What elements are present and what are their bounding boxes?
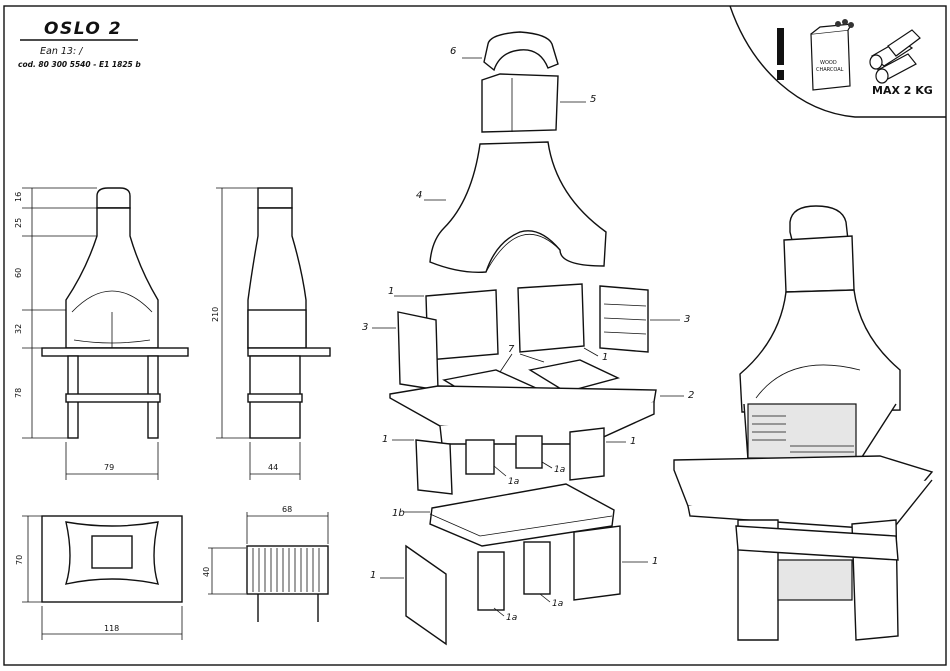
part-7-grate-right xyxy=(530,360,618,392)
assembled-cap xyxy=(790,206,848,240)
front-view: 16 25 60 32 78 79 xyxy=(14,188,188,480)
part-1a-bottom-support-left xyxy=(478,552,504,610)
assembled-view xyxy=(674,206,932,640)
part-4-hood xyxy=(430,142,606,272)
part-label-1-bot-left: 1 xyxy=(370,570,376,581)
side-view: 210 44 xyxy=(211,188,330,480)
grill-view: 68 40 xyxy=(202,505,328,622)
front-width-dimension: 79 xyxy=(66,442,158,480)
part-label-5: 5 xyxy=(590,94,596,105)
part-label-1a-c: 1a xyxy=(506,613,517,623)
part-label-7: 7 xyxy=(508,344,515,355)
assembled-hood xyxy=(740,290,900,412)
part-label-1-top-left: 1 xyxy=(388,286,394,297)
assembled-chimney xyxy=(784,236,854,292)
grill-width-dimension: 68 xyxy=(247,505,328,544)
dim-firebox-height: 32 xyxy=(14,324,23,334)
part-label-1-top-right: 1 xyxy=(602,352,608,363)
part-label-1a-b: 1a xyxy=(554,465,565,475)
plan-view: 70 118 xyxy=(15,516,182,640)
warning-panel: WOOD CHARCOAL MAX 2 KG xyxy=(730,6,946,117)
dim-plan-width: 118 xyxy=(104,624,119,633)
dim-grill-width: 68 xyxy=(282,505,292,514)
part-1-back-panel-right xyxy=(518,284,584,352)
plan-depth-dimension: 70 xyxy=(15,516,42,602)
part-label-1b: 1b xyxy=(392,508,405,519)
side-worktop xyxy=(248,348,330,356)
part-label-1a-a: 1a xyxy=(508,477,519,487)
dim-cap-height: 16 xyxy=(14,192,23,202)
part-label-1-mid-right: 1 xyxy=(630,436,636,447)
part-1-leg-left xyxy=(416,440,452,494)
front-shelf xyxy=(66,394,160,402)
part-label-4: 4 xyxy=(416,190,422,201)
part-3-side-panel-left xyxy=(398,312,438,390)
dim-hood-height: 60 xyxy=(14,268,23,278)
part-label-1a-d: 1a xyxy=(552,599,563,609)
grill-depth-dimension: 40 xyxy=(202,548,246,594)
exploded-view: 6 5 4 1 1 3 3 7 2 xyxy=(362,32,694,644)
part-5-chimney xyxy=(482,74,558,132)
part-label-2: 2 xyxy=(688,390,694,401)
part-label-6: 6 xyxy=(450,46,456,57)
part-1-leg-right xyxy=(570,428,604,480)
part-6-cap xyxy=(484,32,558,70)
plan-flue xyxy=(92,536,132,568)
part-label-1-mid-left: 1 xyxy=(382,434,388,445)
side-width-dimension: 44 xyxy=(250,442,300,480)
header-block: OSLO 2 Ean 13: / cod. 80 300 5540 - E1 1… xyxy=(18,19,141,69)
side-cap xyxy=(258,188,292,208)
bag-label-line2: CHARCOAL xyxy=(816,67,844,73)
charcoal-bag-icon: WOOD CHARCOAL xyxy=(811,19,854,90)
front-cap xyxy=(97,188,130,208)
part-1-bottom-leg-right xyxy=(574,526,620,600)
part-label-1-bot-right: 1 xyxy=(652,556,658,567)
dim-base-height: 78 xyxy=(14,388,23,398)
product-title: OSLO 2 xyxy=(44,19,122,39)
bag-label-line1: WOOD xyxy=(820,60,837,66)
ean-code: Ean 13: / xyxy=(40,46,84,57)
firewood-icon xyxy=(870,30,920,83)
dim-front-width: 79 xyxy=(104,463,114,472)
dim-grill-depth: 40 xyxy=(202,567,211,577)
dim-neck-height: 25 xyxy=(14,218,23,228)
product-code: cod. 80 300 5540 - E1 1825 b xyxy=(18,60,141,69)
dim-total-height: 210 xyxy=(211,307,220,322)
assembled-firebox xyxy=(748,404,856,458)
part-label-3-right: 3 xyxy=(684,314,690,325)
part-label-3-left: 3 xyxy=(362,322,368,333)
plan-width-dimension: 118 xyxy=(42,606,182,640)
front-worktop xyxy=(42,348,188,356)
part-1-bottom-leg-left xyxy=(406,546,446,644)
part-1a-support-right xyxy=(516,436,542,468)
part-1a-bottom-support-right xyxy=(524,542,550,594)
exclamation-icon xyxy=(777,28,784,80)
dim-plan-depth: 70 xyxy=(15,555,24,565)
dim-side-width: 44 xyxy=(268,463,278,472)
part-1a-support-left xyxy=(466,440,494,474)
max-load-label: MAX 2 KG xyxy=(872,84,933,97)
